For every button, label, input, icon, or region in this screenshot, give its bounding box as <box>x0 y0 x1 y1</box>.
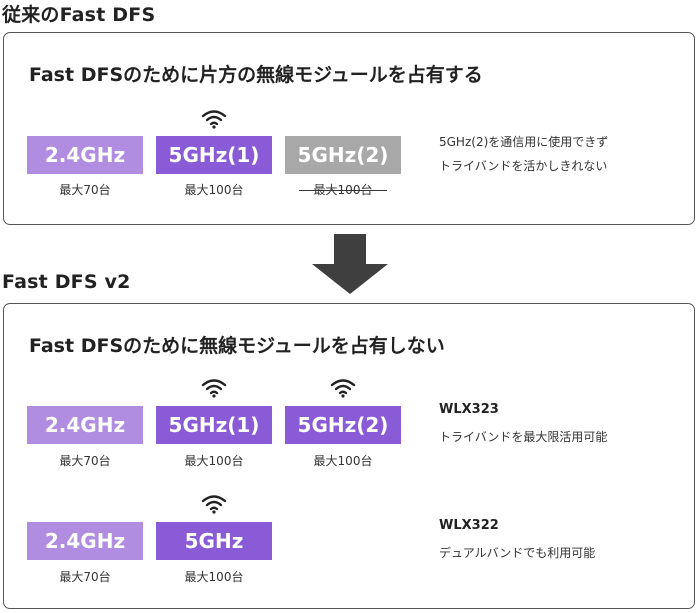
band-5ghz-2-caption: 最大100台 <box>313 454 373 468</box>
down-arrow-icon <box>312 234 388 294</box>
panel1-note-line1: 5GHz(2)を通信用に使用できず <box>439 135 609 149</box>
band-5ghz-1: 5GHz(1) <box>156 406 272 444</box>
old-fast-dfs-panel: Fast DFSのために片方の無線モジュールを占有する 2.4GHz 5GHz(… <box>3 32 695 225</box>
old-section-title: 従来のFast DFS <box>2 4 156 26</box>
band-5ghz-2-caption-struck: 最大100台 <box>285 181 401 198</box>
band-2-4ghz-caption: 最大70台 <box>59 183 111 197</box>
new-section-title: Fast DFS v2 <box>2 271 131 293</box>
band-2-4ghz: 2.4GHz <box>27 522 143 560</box>
fast-dfs-v2-panel: Fast DFSのために無線モジュールを占有しない 2.4GHz 5GHz(1)… <box>3 303 695 609</box>
wifi-icon <box>201 379 227 398</box>
band-5ghz-caption: 最大100台 <box>184 570 244 584</box>
wlx323-note: トライバンドを最大限活用可能 <box>439 430 608 444</box>
wifi-icon <box>201 495 227 514</box>
wifi-icon <box>330 379 356 398</box>
band-5ghz: 5GHz <box>156 522 272 560</box>
model-wlx323: WLX323 <box>439 402 499 417</box>
panel1-note-line2: トライバンドを活かしきれない <box>439 159 608 173</box>
band-2-4ghz: 2.4GHz <box>27 406 143 444</box>
band-5ghz-2: 5GHz(2) <box>285 406 401 444</box>
panel1-heading: Fast DFSのために片方の無線モジュールを占有する <box>29 64 483 86</box>
band-5ghz-1-caption: 最大100台 <box>184 183 244 197</box>
band-2-4ghz-caption: 最大70台 <box>59 570 111 584</box>
model-wlx322: WLX322 <box>439 518 499 533</box>
band-2-4ghz-caption: 最大70台 <box>59 454 111 468</box>
wifi-icon <box>201 110 227 129</box>
band-2-4ghz: 2.4GHz <box>27 136 143 174</box>
band-5ghz-1: 5GHz(1) <box>156 136 272 174</box>
band-5ghz-2-disabled: 5GHz(2) <box>285 136 401 174</box>
wlx322-note: デュアルバンドでも利用可能 <box>439 546 596 560</box>
panel2-heading: Fast DFSのために無線モジュールを占有しない <box>29 335 445 357</box>
band-5ghz-1-caption: 最大100台 <box>184 454 244 468</box>
